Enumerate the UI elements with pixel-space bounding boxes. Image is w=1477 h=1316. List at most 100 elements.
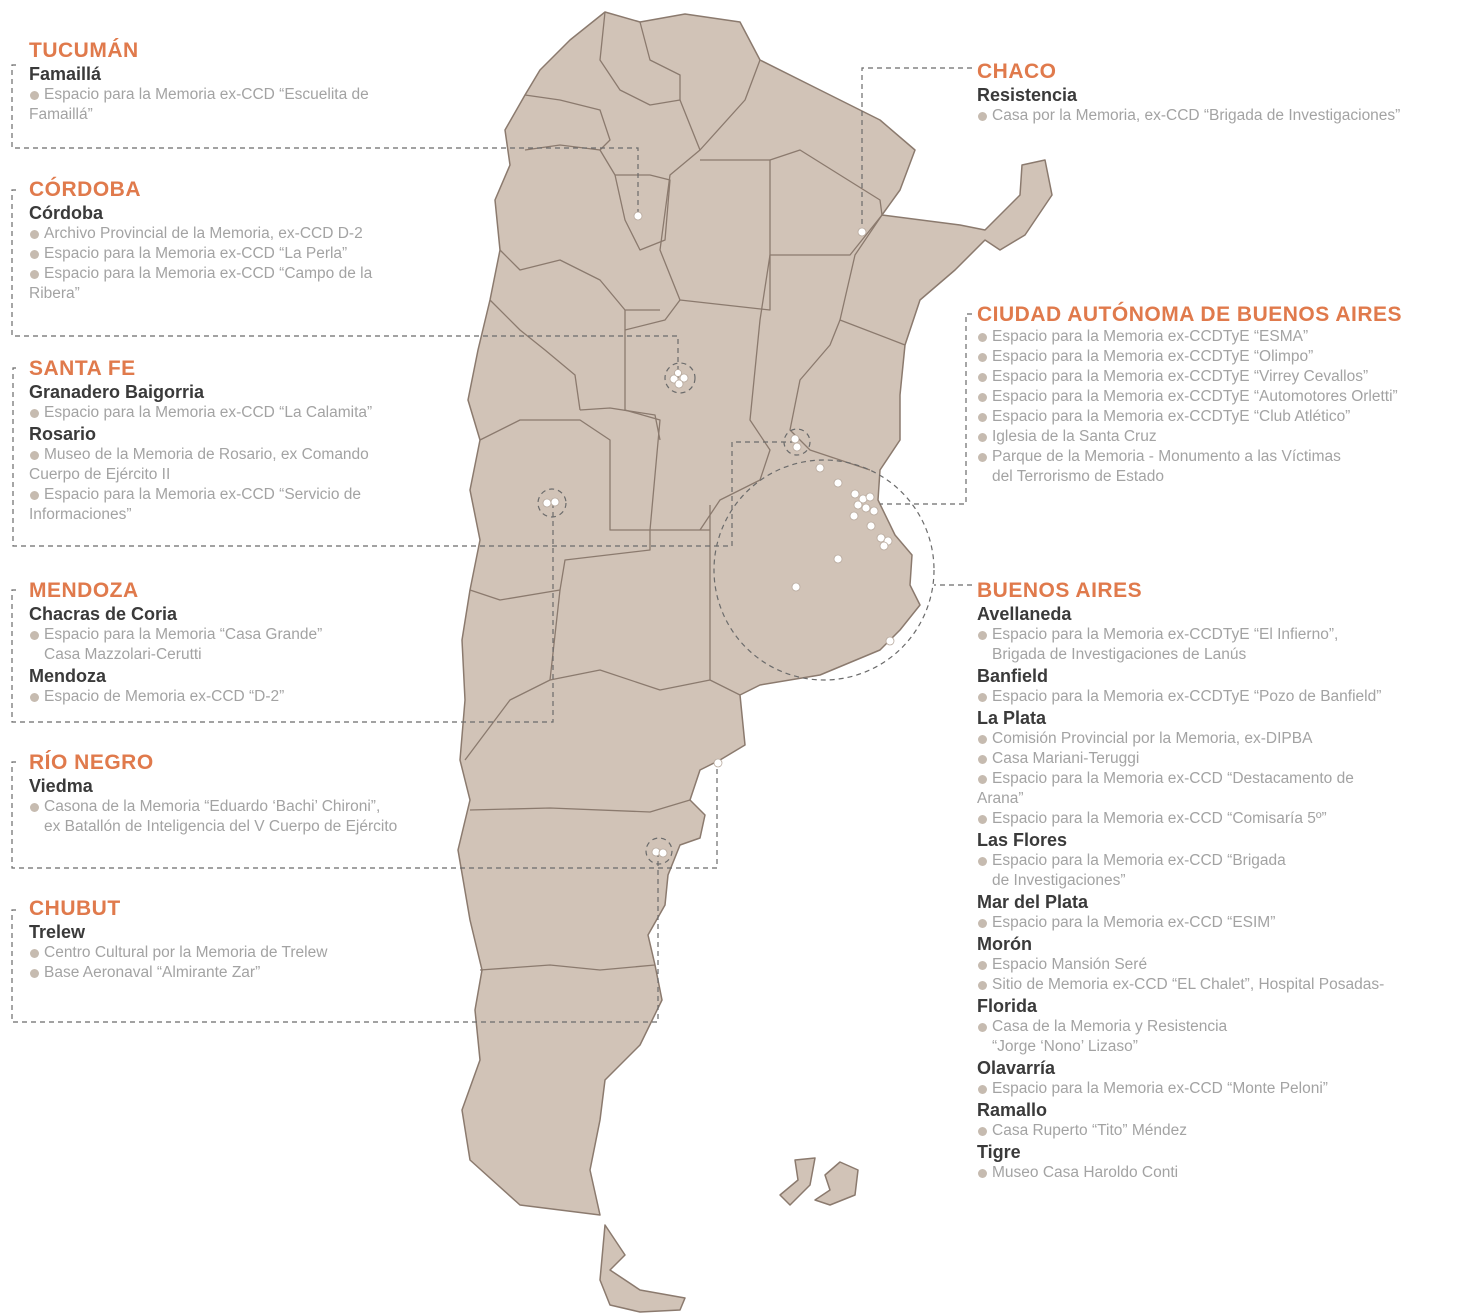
city-name: Las Flores — [977, 830, 1068, 850]
site-text: Espacio de Memoria ex-CCD “D-2” — [44, 688, 285, 705]
site-item: Espacio para la Memoria ex-CCD “Campo de… — [29, 264, 372, 304]
site-text: del Terrorismo de Estado — [992, 468, 1165, 485]
site-item: Espacio para la Memoria ex-CCDTyE “Autom… — [977, 387, 1402, 407]
site-text: Comisión Provincial por la Memoria, ex-D… — [992, 730, 1313, 747]
site-text: Brigada de Investigaciones de Lanús — [992, 646, 1247, 663]
site-text: Centro Cultural por la Memoria de Trelew — [44, 944, 328, 961]
site-item: Centro Cultural por la Memoria de Trelew — [29, 943, 327, 963]
leader-lines — [11, 64, 972, 1023]
province-title: MENDOZA — [29, 579, 139, 602]
site-text: Espacio para la Memoria ex-CCDTyE “Pozo … — [992, 688, 1382, 705]
site-text: “Jorge ‘Nono’ Lizaso” — [992, 1038, 1138, 1055]
site-text: Arana” — [977, 790, 1024, 807]
site-item: Base Aeronaval “Almirante Zar” — [29, 963, 327, 983]
site-text: Espacio para la Memoria ex-CCD “Escuelit… — [44, 86, 369, 103]
city-name: Avellaneda — [977, 604, 1072, 624]
site-text: Espacio para la Memoria ex-CCDTyE “Autom… — [992, 388, 1398, 405]
site-text: Sitio de Memoria ex-CCD “EL Chalet”, Hos… — [992, 976, 1385, 993]
site-item: Museo de la Memoria de Rosario, ex Coman… — [29, 445, 372, 485]
site-item: Espacio para la Memoria ex-CCDTyE “Olimp… — [977, 347, 1402, 367]
site-text: de Investigaciones” — [992, 872, 1126, 889]
site-text: Iglesia de la Santa Cruz — [992, 428, 1157, 445]
site-text: Espacio para la Memoria ex-CCDTyE “El In… — [992, 626, 1339, 643]
country-shape — [457, 11, 1053, 1313]
site-text: Casa por la Memoria, ex-CCD “Brigada de … — [992, 107, 1401, 124]
highlight-circles — [537, 362, 935, 865]
province-title: TUCUMÁN — [29, 39, 139, 62]
site-item: Parque de la Memoria - Monumento a las V… — [977, 447, 1402, 487]
province-title: CÓRDOBA — [29, 178, 141, 201]
city-name: Florida — [977, 996, 1038, 1016]
city-name: Granadero Baigorria — [29, 382, 205, 402]
site-item: Espacio para la Memoria ex-CCDTyE “ESMA” — [977, 327, 1402, 347]
site-item: Espacio para la Memoria ex-CCD “La Calam… — [29, 403, 372, 423]
site-item: Espacio para la Memoria ex-CCD “Servicio… — [29, 485, 372, 525]
site-item: Archivo Provincial de la Memoria, ex-CCD… — [29, 224, 372, 244]
site-item: Casa Ruperto “Tito” Méndez — [977, 1121, 1384, 1141]
site-text: Museo Casa Haroldo Conti — [992, 1164, 1179, 1181]
site-item: Sitio de Memoria ex-CCD “EL Chalet”, Hos… — [977, 975, 1384, 995]
site-text: Parque de la Memoria - Monumento a las V… — [992, 448, 1341, 465]
city-name: Banfield — [977, 666, 1049, 686]
site-text: Espacio para la Memoria ex-CCDTyE “Club … — [992, 408, 1351, 425]
site-text: Casa Mariani-Teruggi — [992, 750, 1140, 767]
site-item: Casona de la Memoria “Eduardo ‘Bachi’ Ch… — [29, 797, 397, 837]
site-text: Informaciones” — [29, 506, 132, 523]
site-text: Espacio para la Memoria “Casa Grande” — [44, 626, 323, 643]
site-text: Espacio para la Memoria ex-CCD “Comisarí… — [992, 810, 1327, 827]
site-text: Espacio Mansión Seré — [992, 956, 1148, 973]
site-text: Espacio para la Memoria ex-CCD “La Calam… — [44, 404, 373, 421]
site-item: Espacio para la Memoria ex-CCD “La Perla… — [29, 244, 372, 264]
city-name: Trelew — [29, 922, 86, 942]
site-text: Espacio para la Memoria ex-CCD “Monte Pe… — [992, 1080, 1328, 1097]
site-text: Espacio para la Memoria ex-CCDTyE “Olimp… — [992, 348, 1314, 365]
site-text: Espacio para la Memoria ex-CCD “ESIM” — [992, 914, 1276, 931]
site-item: Casa por la Memoria, ex-CCD “Brigada de … — [977, 106, 1400, 126]
site-text: ex Batallón de Inteligencia del V Cuerpo… — [44, 818, 398, 835]
site-text: Famaillá” — [29, 106, 93, 123]
city-name: Ramallo — [977, 1100, 1048, 1120]
site-text: Base Aeronaval “Almirante Zar” — [44, 964, 261, 981]
site-item: Espacio para la Memoria ex-CCDTyE “El In… — [977, 625, 1384, 665]
site-item: Espacio Mansión Seré — [977, 955, 1384, 975]
site-item: Espacio de Memoria ex-CCD “D-2” — [29, 687, 322, 707]
site-text: Espacio para la Memoria ex-CCD “Destacam… — [992, 770, 1354, 787]
province-title: CHACO — [977, 60, 1057, 83]
site-text: Espacio para la Memoria ex-CCD “Brigada — [992, 852, 1286, 869]
site-item: Espacio para la Memoria ex-CCD “Monte Pe… — [977, 1079, 1384, 1099]
city-name: Rosario — [29, 424, 97, 444]
province-title: BUENOS AIRES — [977, 579, 1143, 602]
city-name: Mar del Plata — [977, 892, 1089, 912]
site-text: Museo de la Memoria de Rosario, ex Coman… — [44, 446, 369, 463]
city-name: Olavarría — [977, 1058, 1056, 1078]
city-name: Mendoza — [29, 666, 107, 686]
site-item: Espacio para la Memoria ex-CCDTyE “Club … — [977, 407, 1402, 427]
site-text: Archivo Provincial de la Memoria, ex-CCD… — [44, 225, 363, 242]
city-name: La Plata — [977, 708, 1047, 728]
site-text: Casa de la Memoria y Resistencia — [992, 1018, 1228, 1035]
site-item: Comisión Provincial por la Memoria, ex-D… — [977, 729, 1384, 749]
site-item: Espacio para la Memoria ex-CCD “Brigada d… — [977, 851, 1384, 891]
site-text: Casa Ruperto “Tito” Méndez — [992, 1122, 1187, 1139]
buenos-aires-zoom-circle — [713, 459, 935, 681]
chubut-circle — [645, 837, 673, 865]
site-item: Espacio para la Memoria ex-CCD “ESIM” — [977, 913, 1384, 933]
province-title: RÍO NEGRO — [29, 751, 154, 774]
province-title: CHUBUT — [29, 897, 121, 920]
site-item: Espacio para la Memoria ex-CCD “Destacam… — [977, 769, 1384, 809]
city-name: Famaillá — [29, 64, 102, 84]
city-name: Chacras de Coria — [29, 604, 178, 624]
site-text: Casa Mazzolari-Cerutti — [44, 646, 202, 663]
site-item: Iglesia de la Santa Cruz — [977, 427, 1402, 447]
province-title: SANTA FE — [29, 357, 136, 380]
site-item: Espacio para la Memoria ex-CCD “Escuelit… — [29, 85, 369, 125]
site-item: Espacio para la Memoria ex-CCDTyE “Pozo … — [977, 687, 1384, 707]
site-text: Espacio para la Memoria ex-CCD “La Perla… — [44, 245, 348, 262]
